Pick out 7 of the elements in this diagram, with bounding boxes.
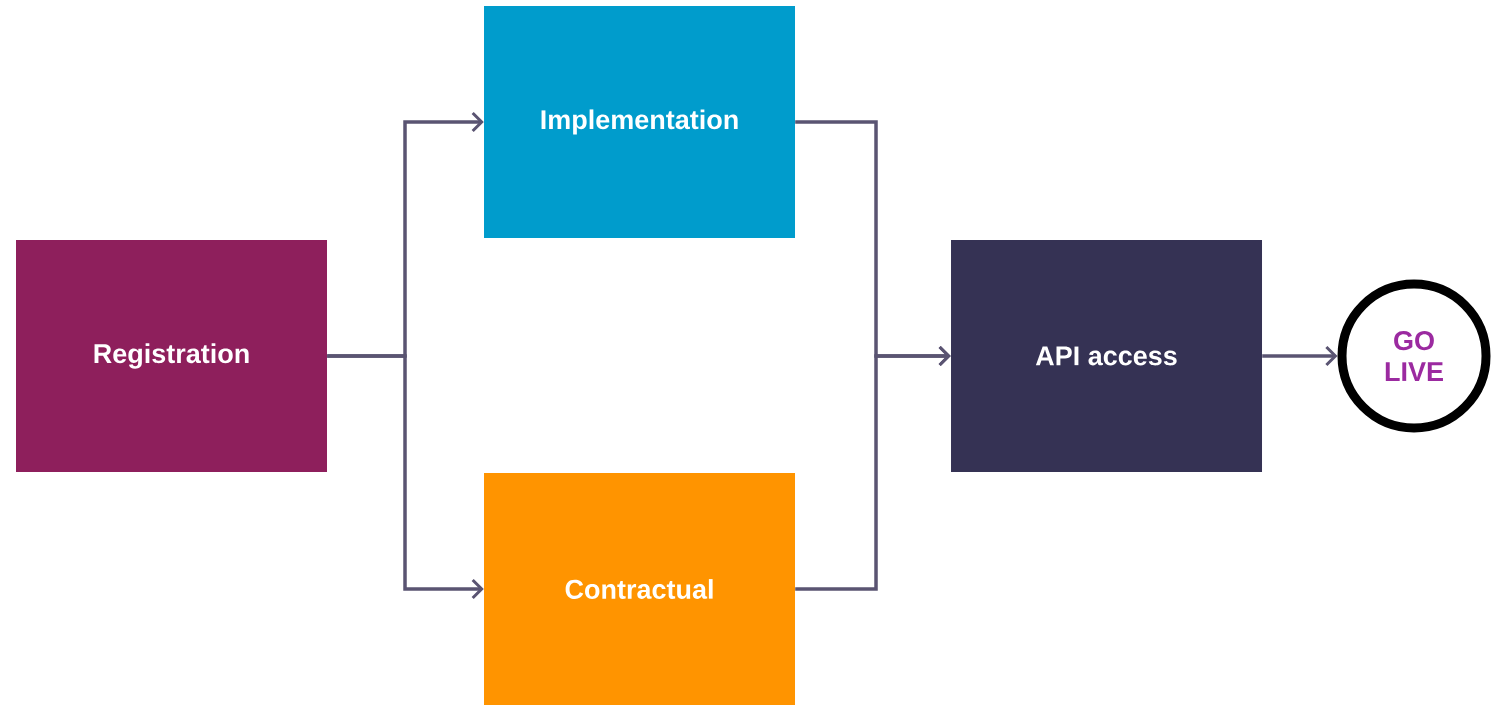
process-box: Implementation xyxy=(484,6,795,238)
arrow xyxy=(1262,345,1338,367)
process-box: API access xyxy=(951,240,1262,472)
arrow xyxy=(795,345,951,591)
arrow xyxy=(327,354,484,600)
process-box: Contractual xyxy=(484,473,795,705)
process-box: Registration xyxy=(16,240,327,472)
